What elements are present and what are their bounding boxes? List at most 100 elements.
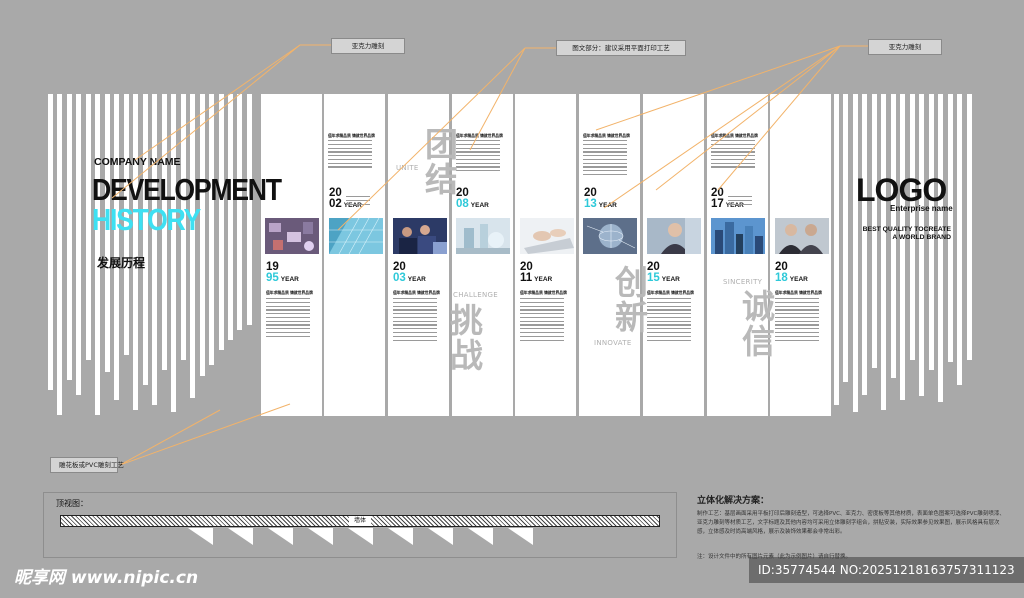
stripe (929, 94, 934, 370)
photo-circuit-board (265, 218, 319, 254)
timeline-panel-1 (261, 94, 322, 416)
photo-lab-equipment (456, 218, 510, 254)
stripe (114, 94, 119, 400)
panel-small-title: 值年求精品质 铸就世界品牌 (775, 290, 822, 295)
callout-board-carving: 雕花板或PVC雕刻工艺 (50, 457, 124, 473)
stripe (143, 94, 148, 385)
stripe (910, 94, 915, 360)
photo-network-globe (583, 218, 637, 254)
photo-meeting (393, 218, 447, 254)
stripe (124, 94, 129, 355)
value-zh-challenge-2: 战 (450, 336, 483, 375)
value-en-challenge: CHALLENGE (453, 291, 498, 299)
value-en-unite: UNITE (396, 164, 419, 172)
company-name: COMPANY NAME (94, 156, 181, 168)
logo-text: LOGO (856, 172, 947, 208)
stripe (891, 94, 896, 378)
stripe (237, 94, 242, 330)
panel-small-title: 值年求精品质 铸就世界品牌 (393, 290, 440, 295)
stripe (86, 94, 91, 360)
top-view-box (43, 492, 677, 558)
top-view-panel (188, 528, 213, 545)
stripe (133, 94, 138, 410)
stripe (938, 94, 943, 402)
stripe (171, 94, 176, 412)
stripe (219, 94, 224, 350)
stripe (919, 94, 924, 396)
photo-city-skyline (711, 218, 765, 254)
value-zh-innovate-1: 创 (615, 263, 648, 302)
title-chinese: 发展历程 (97, 256, 146, 270)
value-zh-challenge-1: 挑 (450, 301, 483, 340)
top-view-label: 顶视图： (56, 499, 88, 508)
panel-small-title: 值年求精品质 铸就世界品牌 (328, 133, 375, 138)
panel-small-title: 值年求精品质 铸就世界品牌 (520, 290, 567, 295)
panel-small-title: 值年求精品质 铸就世界品牌 (647, 290, 694, 295)
value-zh-unite-2: 结 (425, 160, 458, 199)
value-zh-innovate-2: 新 (615, 298, 648, 337)
stripe (181, 94, 186, 360)
timeline-panel-9 (770, 94, 831, 416)
stripe (900, 94, 905, 400)
watermark-left: 昵享网 www.nipic.cn (14, 568, 199, 588)
top-view-panel (428, 528, 453, 545)
stripe (76, 94, 81, 395)
timeline-panel-7 (643, 94, 704, 416)
stripe (200, 94, 205, 376)
panel-small-title: 值年求精品质 铸就世界品牌 (583, 133, 630, 138)
watermark-right-bg (749, 557, 1024, 583)
photo-business-men (775, 218, 829, 254)
panel-small-title: 值年求精品质 铸就世界品牌 (456, 133, 503, 138)
photo-business-woman (647, 218, 701, 254)
placeholder-text-lines (393, 298, 437, 343)
stripe (67, 94, 72, 380)
photo-glass-building (329, 218, 383, 254)
stripe (95, 94, 100, 415)
top-view-panel (508, 528, 533, 545)
stripe (862, 94, 867, 395)
stripe (843, 94, 848, 382)
placeholder-text-lines (328, 140, 372, 170)
stripe (190, 94, 195, 398)
photo-keyboard-hands (520, 218, 574, 254)
placeholder-text-lines (583, 140, 627, 178)
value-en-sincerity: SINCERITY (723, 278, 763, 286)
slogan: BEST QUALITY TOCREATE A WORLD BRAND (862, 226, 951, 241)
title-history: HISTORY (92, 202, 201, 237)
top-view-panel (268, 528, 293, 545)
stripe (57, 94, 62, 415)
stripe (105, 94, 110, 372)
placeholder-text-lines (728, 196, 752, 207)
stripe (834, 94, 839, 405)
wall-bar: 墙体 (60, 515, 660, 527)
callout-acrylic-left: 亚克力雕刻 (331, 38, 405, 54)
watermark-right: ID:35774544 NO:20251218163757311123 (758, 563, 1015, 577)
stripe (948, 94, 953, 362)
stripe (957, 94, 962, 385)
value-zh-sincerity-2: 信 (742, 322, 775, 361)
stripe (228, 94, 233, 340)
callout-acrylic-right: 亚克力雕刻 (868, 39, 942, 55)
callout-graphic-print: 图文部分：建议采用平面打印工艺 (556, 40, 686, 56)
top-view-panel (308, 528, 333, 545)
panel-small-title: 值年求精品质 铸就世界品牌 (711, 133, 758, 138)
placeholder-text-lines (266, 298, 310, 340)
stripe (48, 94, 53, 390)
placeholder-text-lines (346, 196, 370, 207)
value-zh-unite-1: 团 (425, 125, 458, 164)
stripe (152, 94, 157, 405)
wall-label: 墙体 (348, 516, 372, 526)
stripe (209, 94, 214, 365)
title-development: DEVELOPMENT (92, 172, 282, 207)
panel-small-title: 值年求精品质 铸就世界品牌 (266, 290, 313, 295)
placeholder-text-lines (711, 140, 755, 170)
